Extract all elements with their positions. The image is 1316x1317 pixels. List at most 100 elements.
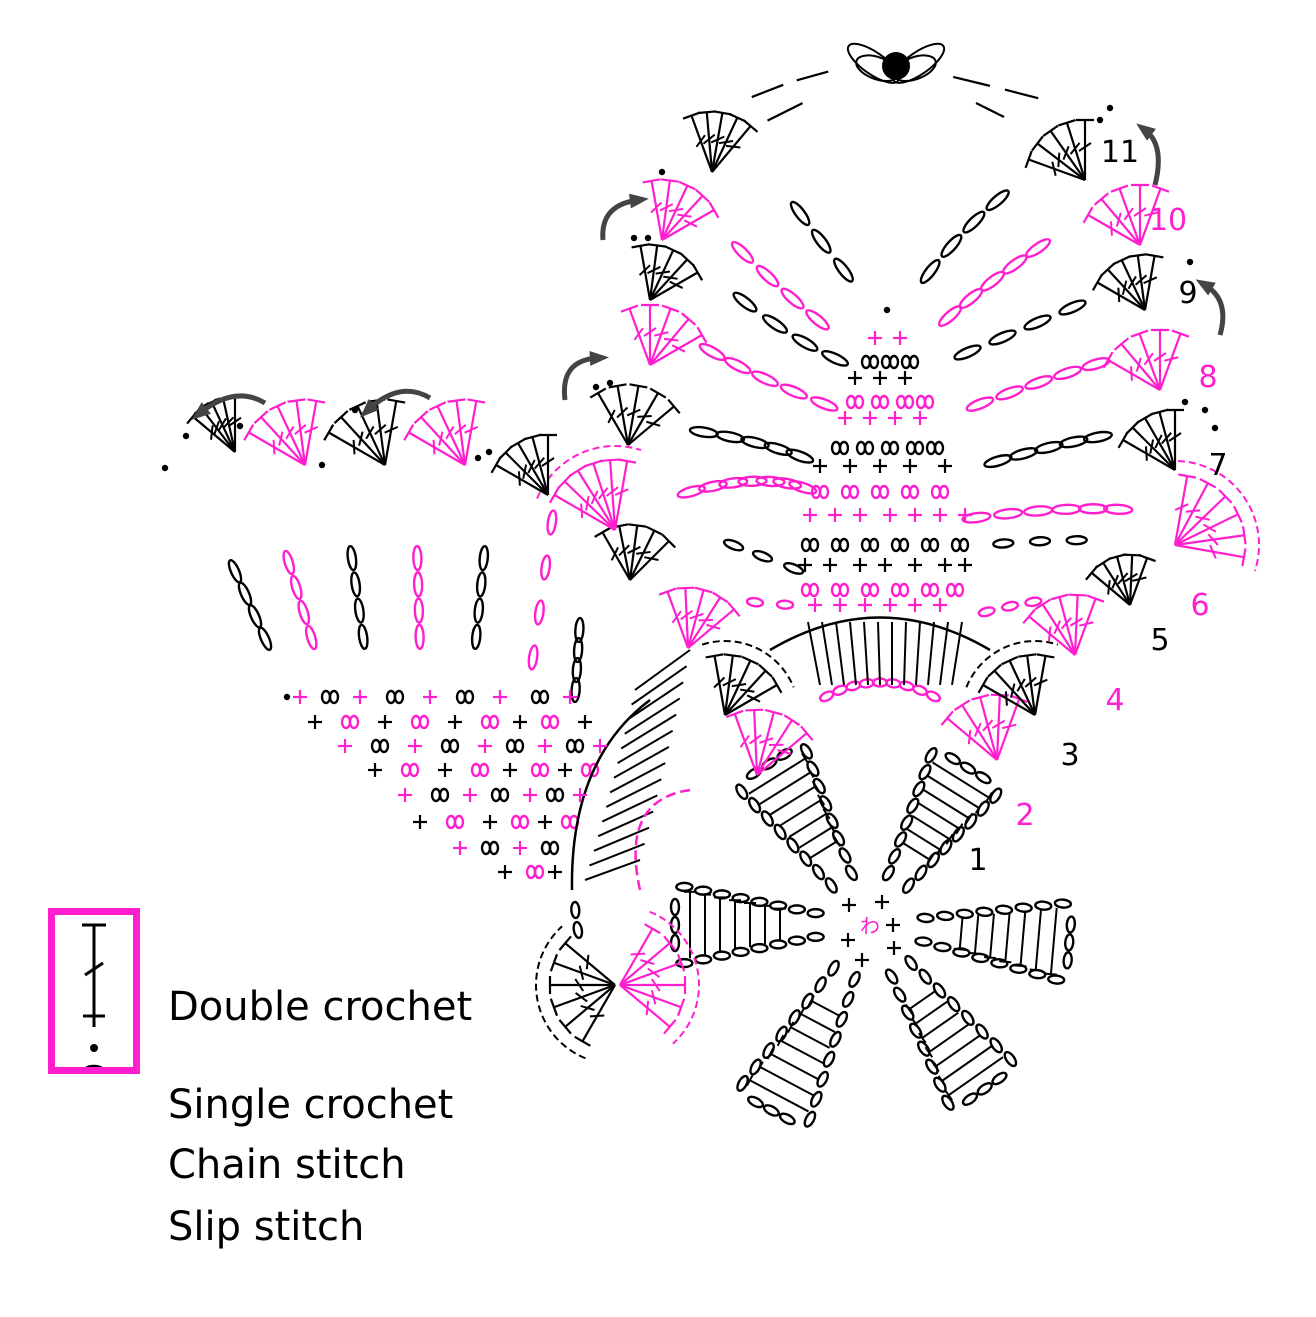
chain-stitch	[975, 1023, 989, 1040]
single-crochet	[858, 598, 872, 612]
chain-stitch	[806, 931, 825, 943]
chain-stitch	[933, 440, 945, 456]
slip-stitch	[1106, 104, 1114, 112]
row-number: 6	[1190, 588, 1209, 623]
petal-top	[974, 802, 984, 814]
chain-stitch	[780, 287, 805, 310]
dc-top	[1130, 329, 1149, 338]
chain-stitch	[570, 676, 581, 704]
dc-stem	[1096, 281, 1146, 311]
chain-stitch	[787, 935, 807, 946]
dc-stem	[661, 195, 704, 241]
dc-bar	[1001, 723, 1017, 730]
chain-stitch	[488, 714, 500, 730]
chain-stitch	[830, 440, 842, 456]
dc-top	[628, 523, 647, 528]
row-number: 8	[1198, 360, 1217, 395]
dc-top	[549, 953, 559, 972]
dc-bar	[659, 203, 674, 212]
chain-stitch	[698, 342, 726, 362]
chain-stitch	[900, 484, 912, 500]
dc-top	[783, 714, 801, 726]
chain-stitch	[811, 863, 826, 881]
chain-stitch	[918, 763, 932, 781]
dc-stem	[713, 655, 727, 716]
dc-bar	[578, 965, 585, 981]
chain-stitch	[413, 597, 425, 624]
dc-stem	[995, 698, 1021, 761]
dc-bar	[991, 719, 1006, 729]
single-crochet	[843, 459, 857, 473]
chain-stitch	[855, 440, 867, 456]
dc-fan	[1173, 460, 1260, 572]
dc-bar	[213, 420, 220, 436]
chain-stitch	[827, 959, 840, 977]
chain-stitch	[913, 440, 925, 456]
petal-dc	[748, 752, 842, 860]
slip-stitch	[236, 422, 244, 430]
dc-stem	[711, 125, 752, 173]
dc-stem	[1073, 598, 1097, 656]
row-number: 9	[1178, 276, 1197, 311]
dc-bar	[432, 439, 436, 455]
dc-bar	[1051, 161, 1057, 176]
arch-stitch	[601, 794, 658, 823]
single-crochet	[463, 788, 477, 802]
chain-stitch	[346, 545, 358, 572]
turn-arrow	[561, 351, 609, 401]
dc-top	[467, 398, 486, 404]
petal-stitch	[769, 1052, 820, 1081]
chain-stitch	[806, 907, 825, 919]
dc-stem	[1107, 359, 1161, 391]
chain-stitch	[768, 939, 788, 950]
chain-stitch	[808, 582, 820, 598]
dc-bar	[1132, 576, 1147, 582]
dc-stem	[1158, 333, 1182, 391]
dc-top	[741, 655, 759, 666]
dc-top	[618, 458, 637, 464]
chain-stitch	[755, 475, 786, 488]
dc-bar	[973, 722, 982, 737]
petal-top	[797, 1008, 805, 1020]
dc-bar	[574, 978, 585, 992]
dc-fan	[619, 910, 700, 1045]
dc-bar	[527, 459, 536, 474]
chain-stitch	[463, 689, 475, 705]
single-crochet	[833, 598, 847, 612]
dc-bar	[643, 327, 657, 337]
legend-box	[48, 908, 140, 1078]
dc-bar	[438, 431, 444, 446]
chain-stitch	[944, 751, 962, 766]
dc-top	[1001, 655, 1019, 666]
dc-bar	[1135, 357, 1142, 372]
chain-stitch	[573, 738, 585, 754]
dc-bar	[590, 490, 599, 505]
dc-stem	[995, 695, 1001, 761]
dc-bar	[650, 201, 663, 214]
dc-stem	[1174, 495, 1227, 546]
chain-stitch	[814, 976, 827, 994]
arch-stitch	[835, 621, 845, 686]
petal-stitch	[768, 785, 817, 817]
petal-top	[937, 1075, 947, 1087]
dc-top	[490, 456, 502, 474]
dc-bar	[597, 487, 609, 500]
chain-stitch	[898, 582, 910, 598]
petal-stitch	[759, 1066, 815, 1097]
petal-top	[911, 1018, 920, 1030]
chain-stitch	[572, 920, 584, 940]
dc-top	[287, 398, 306, 403]
chain-stitch	[990, 958, 1009, 969]
chain-stitch	[1003, 1050, 1018, 1068]
dc-bar	[210, 425, 214, 440]
dc-top	[682, 111, 701, 120]
dc-fan	[1022, 593, 1105, 656]
turn-arrow	[359, 388, 432, 418]
dc-stem	[649, 318, 690, 366]
chain-stitch	[782, 562, 805, 575]
chain-stitch	[979, 270, 1006, 292]
chain-stitch	[893, 831, 908, 848]
dc-top	[608, 383, 627, 389]
chain-stitch	[1053, 898, 1073, 909]
dc-stem	[1174, 543, 1245, 559]
